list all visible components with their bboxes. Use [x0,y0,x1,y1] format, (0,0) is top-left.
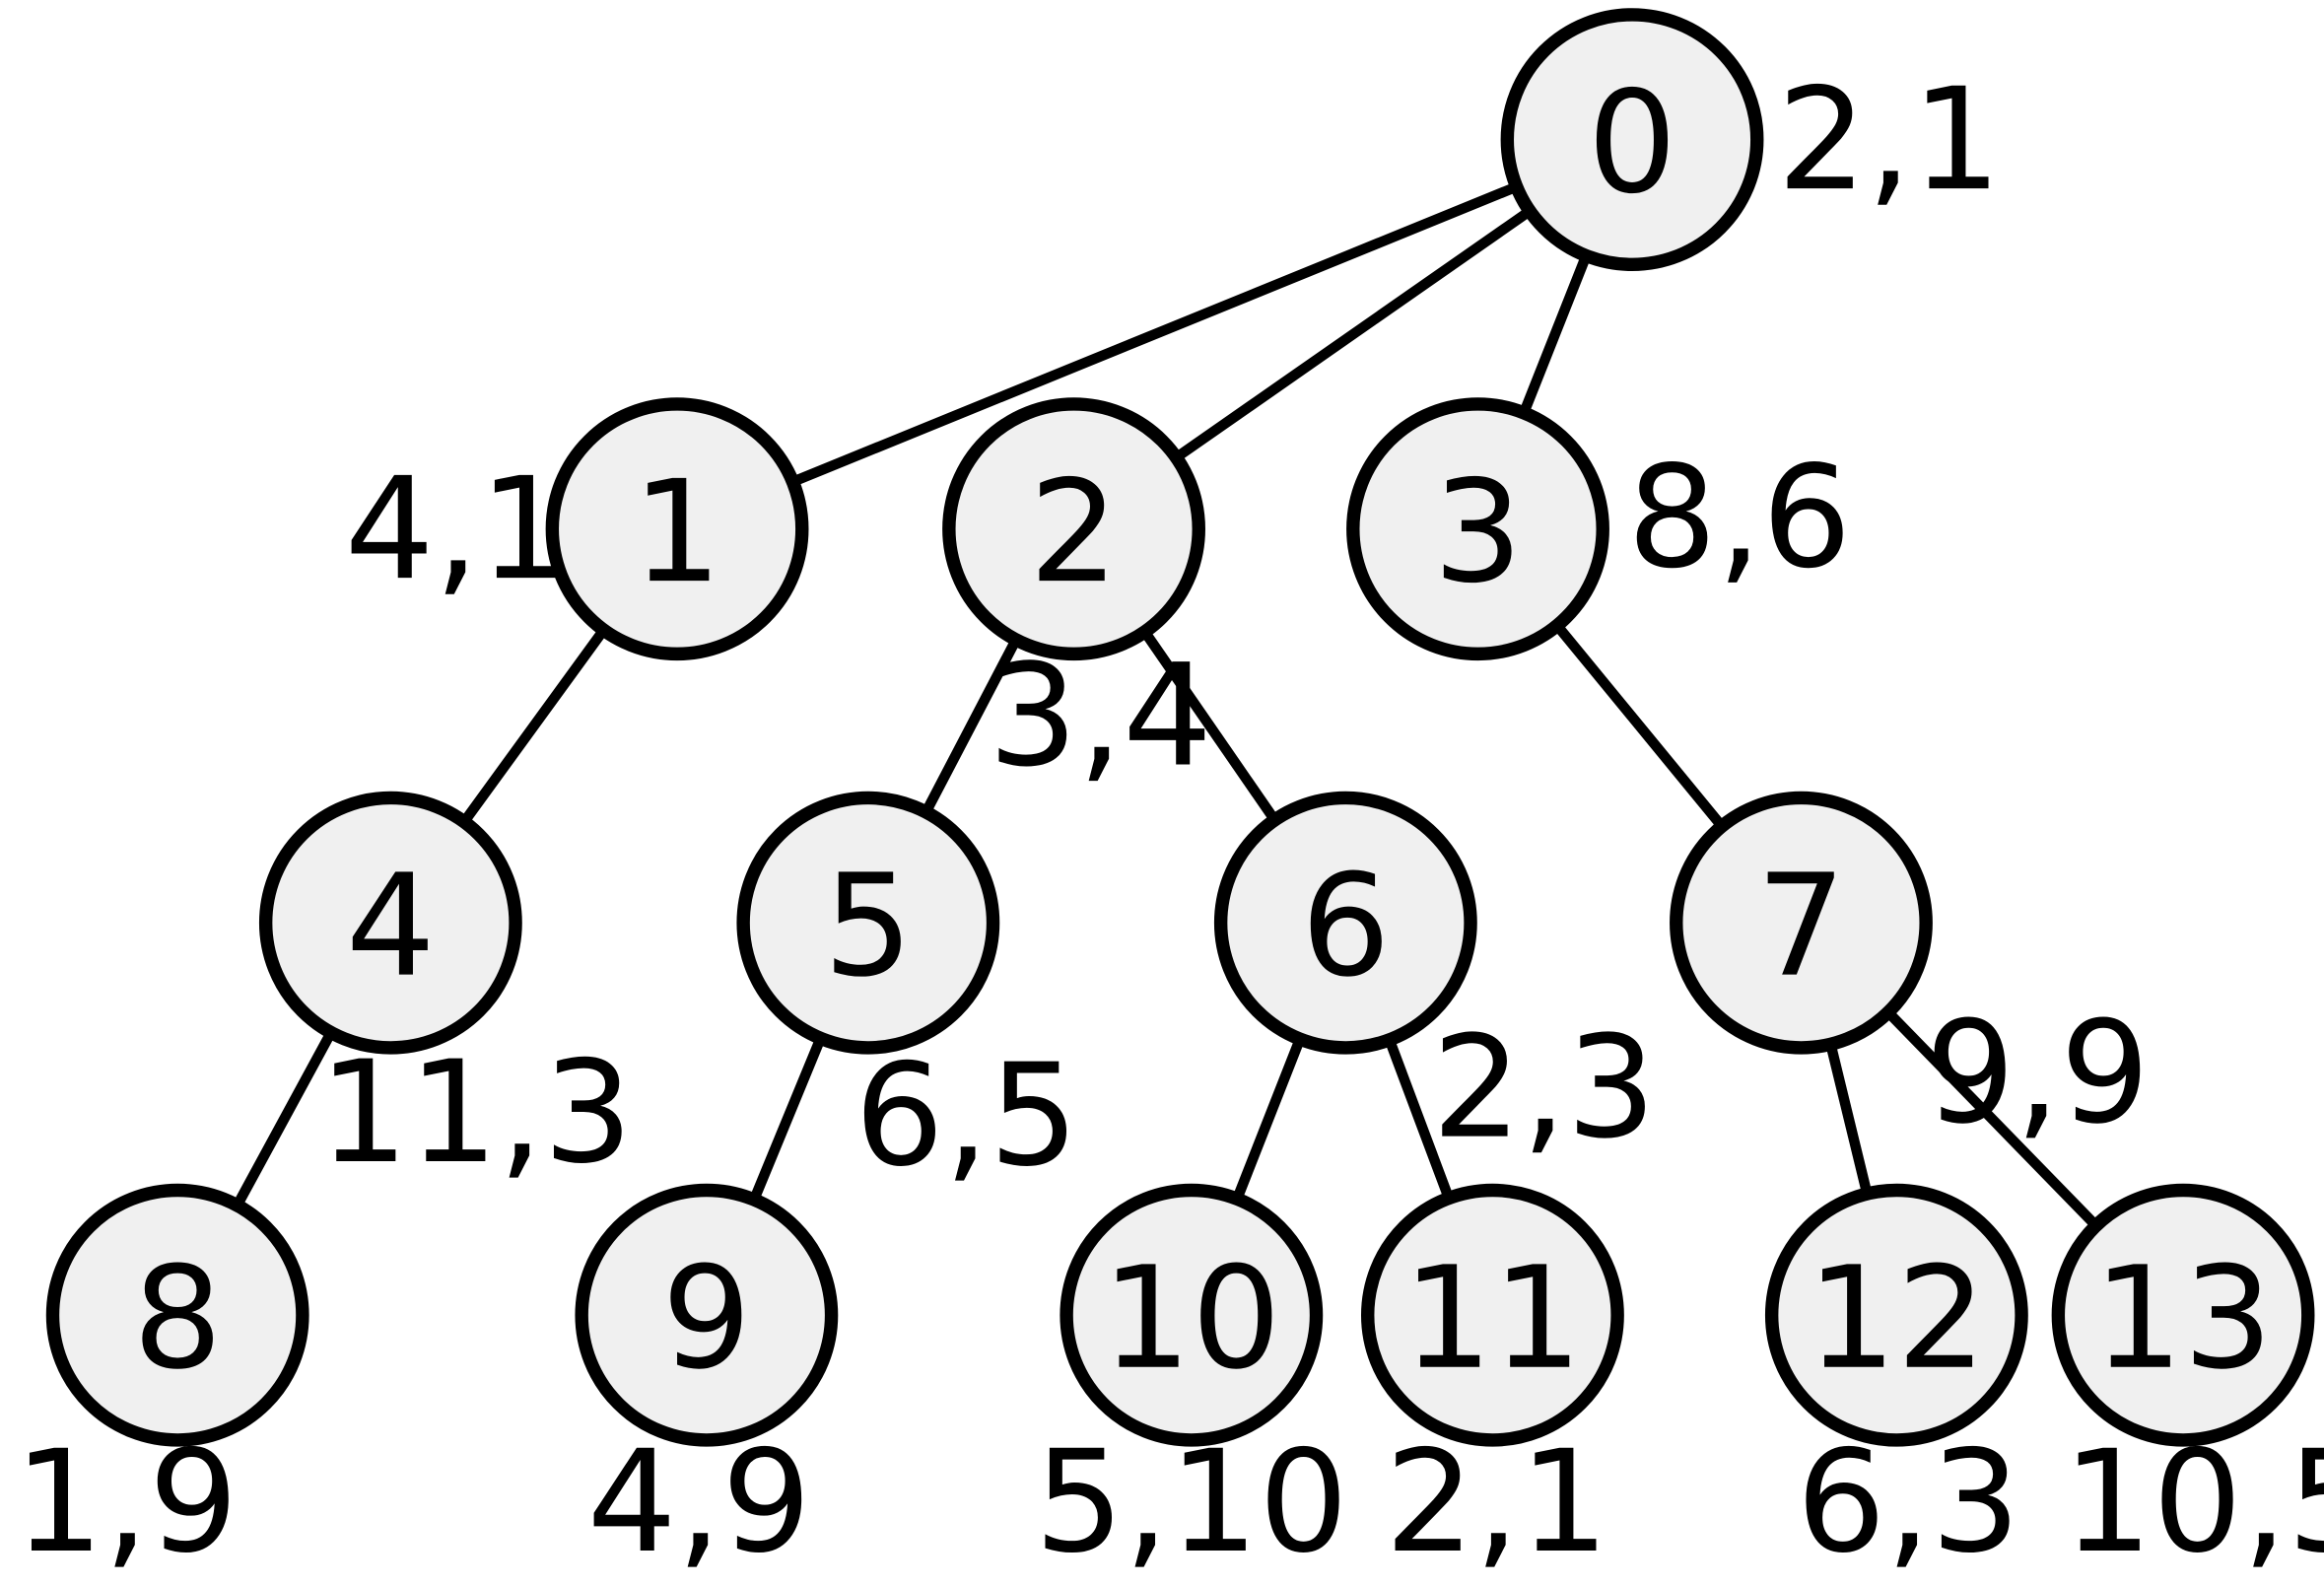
weight-label-node-13: 10,5 [2063,1419,2324,1584]
edge-0-1 [787,180,1522,488]
weight-label-node-9: 4,9 [587,1419,812,1584]
edge-0-3 [1518,250,1593,418]
tree-node-6[interactable]: 6 [1213,791,1477,1055]
node-circle-1[interactable] [545,397,809,661]
weight-label-node-8: 1,9 [14,1419,239,1584]
node-label-13: 13 [2093,1236,2273,1401]
edges-layer [231,180,2102,1232]
weight-label-node-4: 11,3 [318,1030,633,1195]
node-label-3: 3 [1433,449,1523,614]
node-circle-6[interactable] [1213,791,1477,1055]
tree-node-7[interactable]: 7 [1670,791,1933,1055]
node-circle-10[interactable] [1059,1183,1324,1447]
node-circle-5[interactable] [736,791,1000,1055]
node-label-12: 12 [1807,1236,1986,1401]
weight-label-node-2: 3,4 [989,633,1213,797]
tree-node-8[interactable]: 8 [45,1183,309,1447]
node-label-4: 4 [346,844,436,1008]
tree-node-13[interactable]: 13 [2051,1183,2315,1447]
edge-2-6 [1138,626,1281,826]
edge-3-7 [1550,619,1728,832]
weight-label-node-11: 2,1 [1385,1419,1609,1584]
tree-node-5[interactable]: 5 [736,791,1000,1055]
node-circle-12[interactable] [1764,1183,2028,1447]
node-circle-9[interactable] [575,1183,839,1447]
node-label-9: 9 [661,1236,751,1401]
node-label-5: 5 [823,844,913,1008]
weight-label-node-0: 2,1 [1777,57,2002,222]
node-label-1: 1 [633,449,722,614]
weight-label-node-5: 6,5 [854,1033,1079,1198]
weight-label-node-3: 8,6 [1627,435,1852,599]
edge-5-9 [748,1033,827,1205]
tree-node-4[interactable]: 4 [258,791,522,1055]
tree-node-1[interactable]: 1 [545,397,809,661]
node-circle-4[interactable] [258,791,522,1055]
node-circle-0[interactable] [1500,8,1764,272]
edge-2-5 [920,634,1022,817]
tree-node-10[interactable]: 10 [1059,1183,1324,1447]
node-circle-11[interactable] [1360,1183,1624,1447]
node-label-10: 10 [1102,1236,1281,1401]
node-label-2: 2 [1029,449,1119,614]
tree-node-2[interactable]: 2 [942,397,1205,661]
node-circle-2[interactable] [942,397,1205,661]
node-circle-7[interactable] [1670,791,1933,1055]
tree-node-9[interactable]: 9 [575,1183,839,1447]
edge-7-12 [1824,1040,1874,1199]
edge-6-10 [1231,1034,1306,1204]
node-label-6: 6 [1301,844,1391,1008]
tree-node-12[interactable]: 12 [1764,1183,2028,1447]
node-label-8: 8 [133,1236,223,1401]
node-circle-8[interactable] [45,1183,309,1447]
node-label-11: 11 [1402,1236,1582,1401]
edge-1-4 [457,624,610,828]
weight-label-node-10: 5,10 [1034,1419,1348,1584]
edge-6-11 [1383,1035,1455,1204]
node-circle-3[interactable] [1346,397,1609,661]
edge-0-2 [1171,205,1536,464]
node-circle-13[interactable] [2051,1183,2315,1447]
tree-node-0[interactable]: 0 [1500,8,1764,272]
node-label-0: 0 [1588,60,1677,225]
edge-7-13 [1882,1006,2102,1232]
tree-node-11[interactable]: 11 [1360,1183,1624,1447]
weight-label-node-6: 2,3 [1432,1005,1657,1170]
node-label-7: 7 [1756,844,1846,1008]
weight-label-node-7: 9,9 [1926,991,2151,1155]
weight-label-node-12: 6,3 [1796,1419,2020,1584]
weight-label-node-1: 4,1 [345,447,570,611]
tree-node-3[interactable]: 3 [1346,397,1609,661]
edge-4-8 [231,1027,337,1210]
